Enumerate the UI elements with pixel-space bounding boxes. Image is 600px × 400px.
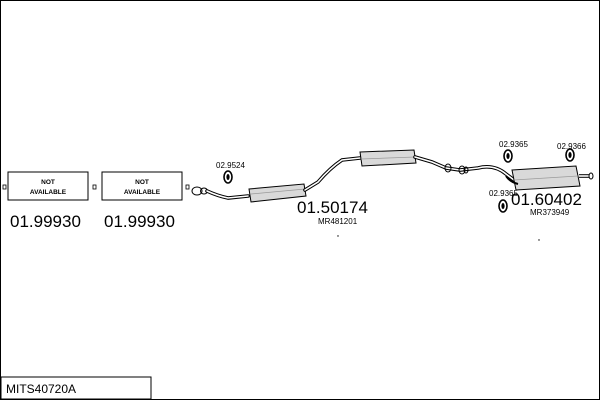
clamp-icon <box>498 199 508 213</box>
clamp-icon <box>503 149 513 163</box>
not-available-box: NOT AVAILABLE <box>92 171 183 201</box>
title-box <box>0 376 152 400</box>
clamp-icon <box>223 170 233 184</box>
not-available-line1: NOT <box>135 179 149 186</box>
connector-marker <box>2 184 7 190</box>
oem-number: MR373949 <box>530 208 570 217</box>
front-flange <box>191 186 208 196</box>
oem-number: MR481201 <box>318 217 358 226</box>
not-available-line2: AVAILABLE <box>124 189 161 196</box>
clamp-label: 02.9524 <box>216 161 245 170</box>
clamp-label: 02.9365 <box>499 140 528 149</box>
not-available-frame <box>101 171 183 201</box>
part-number: 01.99930 <box>10 212 81 231</box>
connector-marker <box>92 184 97 190</box>
not-available-frame <box>7 171 89 201</box>
not-available-line2: AVAILABLE <box>30 189 67 196</box>
not-available-box: NOT AVAILABLE <box>2 171 89 201</box>
part-number: 01.99930 <box>104 212 175 231</box>
not-available-line1: NOT <box>41 179 55 186</box>
clamp-label: 02.9365 <box>489 189 518 198</box>
centre-silencer <box>248 183 307 203</box>
rear-silencer <box>505 165 581 191</box>
part-number: 01.50174 <box>297 198 368 217</box>
clamp-icon <box>565 148 575 162</box>
pipe-joint <box>444 163 469 175</box>
clamp-label: 02.9366 <box>557 142 586 151</box>
title-code: MITS40720A <box>6 382 76 396</box>
dot-mark <box>337 235 339 237</box>
tailpipe-end <box>588 172 594 180</box>
connector-marker <box>185 184 190 190</box>
middle-resonator <box>359 149 417 167</box>
dot-mark <box>538 239 540 241</box>
part-number: 01.60402 <box>511 190 582 209</box>
